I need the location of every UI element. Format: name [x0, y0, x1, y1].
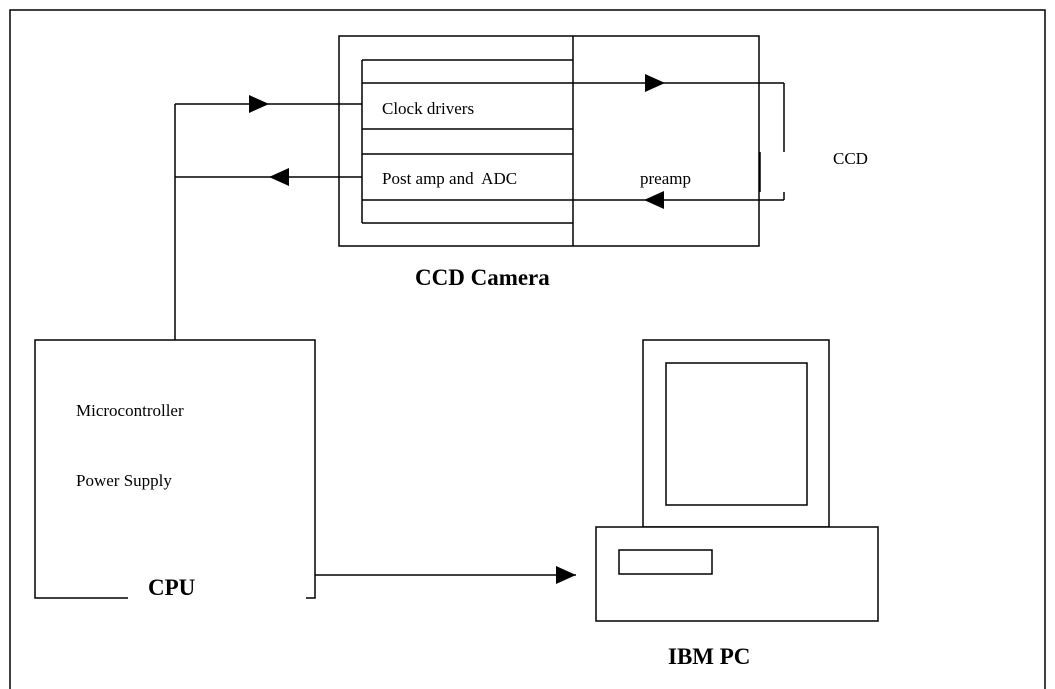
ibm-pc-title: IBM PC — [668, 644, 750, 669]
outer-frame — [9, 9, 1046, 689]
ccd-label: CCD — [833, 149, 868, 168]
ccd-gap — [760, 152, 790, 192]
post-amp-adc-label: Post amp and ADC — [382, 169, 517, 188]
arrow-right-head — [645, 74, 665, 92]
cpu-box — [34, 339, 316, 599]
cpu-title-bg — [128, 572, 306, 602]
microcontroller-label: Microcontroller — [76, 401, 184, 420]
monitor-screen — [665, 362, 808, 506]
arrow-left-head — [269, 168, 289, 186]
preamp-label: preamp — [640, 169, 691, 188]
cpu-title: CPU — [148, 575, 196, 600]
floppy-slot — [618, 549, 713, 575]
power-supply-label: Power Supply — [76, 471, 172, 490]
ccd-camera-box — [338, 35, 760, 247]
arrow-right-head — [249, 95, 269, 113]
clock-drivers-label: Clock drivers — [382, 99, 474, 118]
arrow-left-head — [644, 191, 664, 209]
arrow-right-head — [556, 566, 576, 584]
ccd-camera-title: CCD Camera — [415, 265, 550, 290]
